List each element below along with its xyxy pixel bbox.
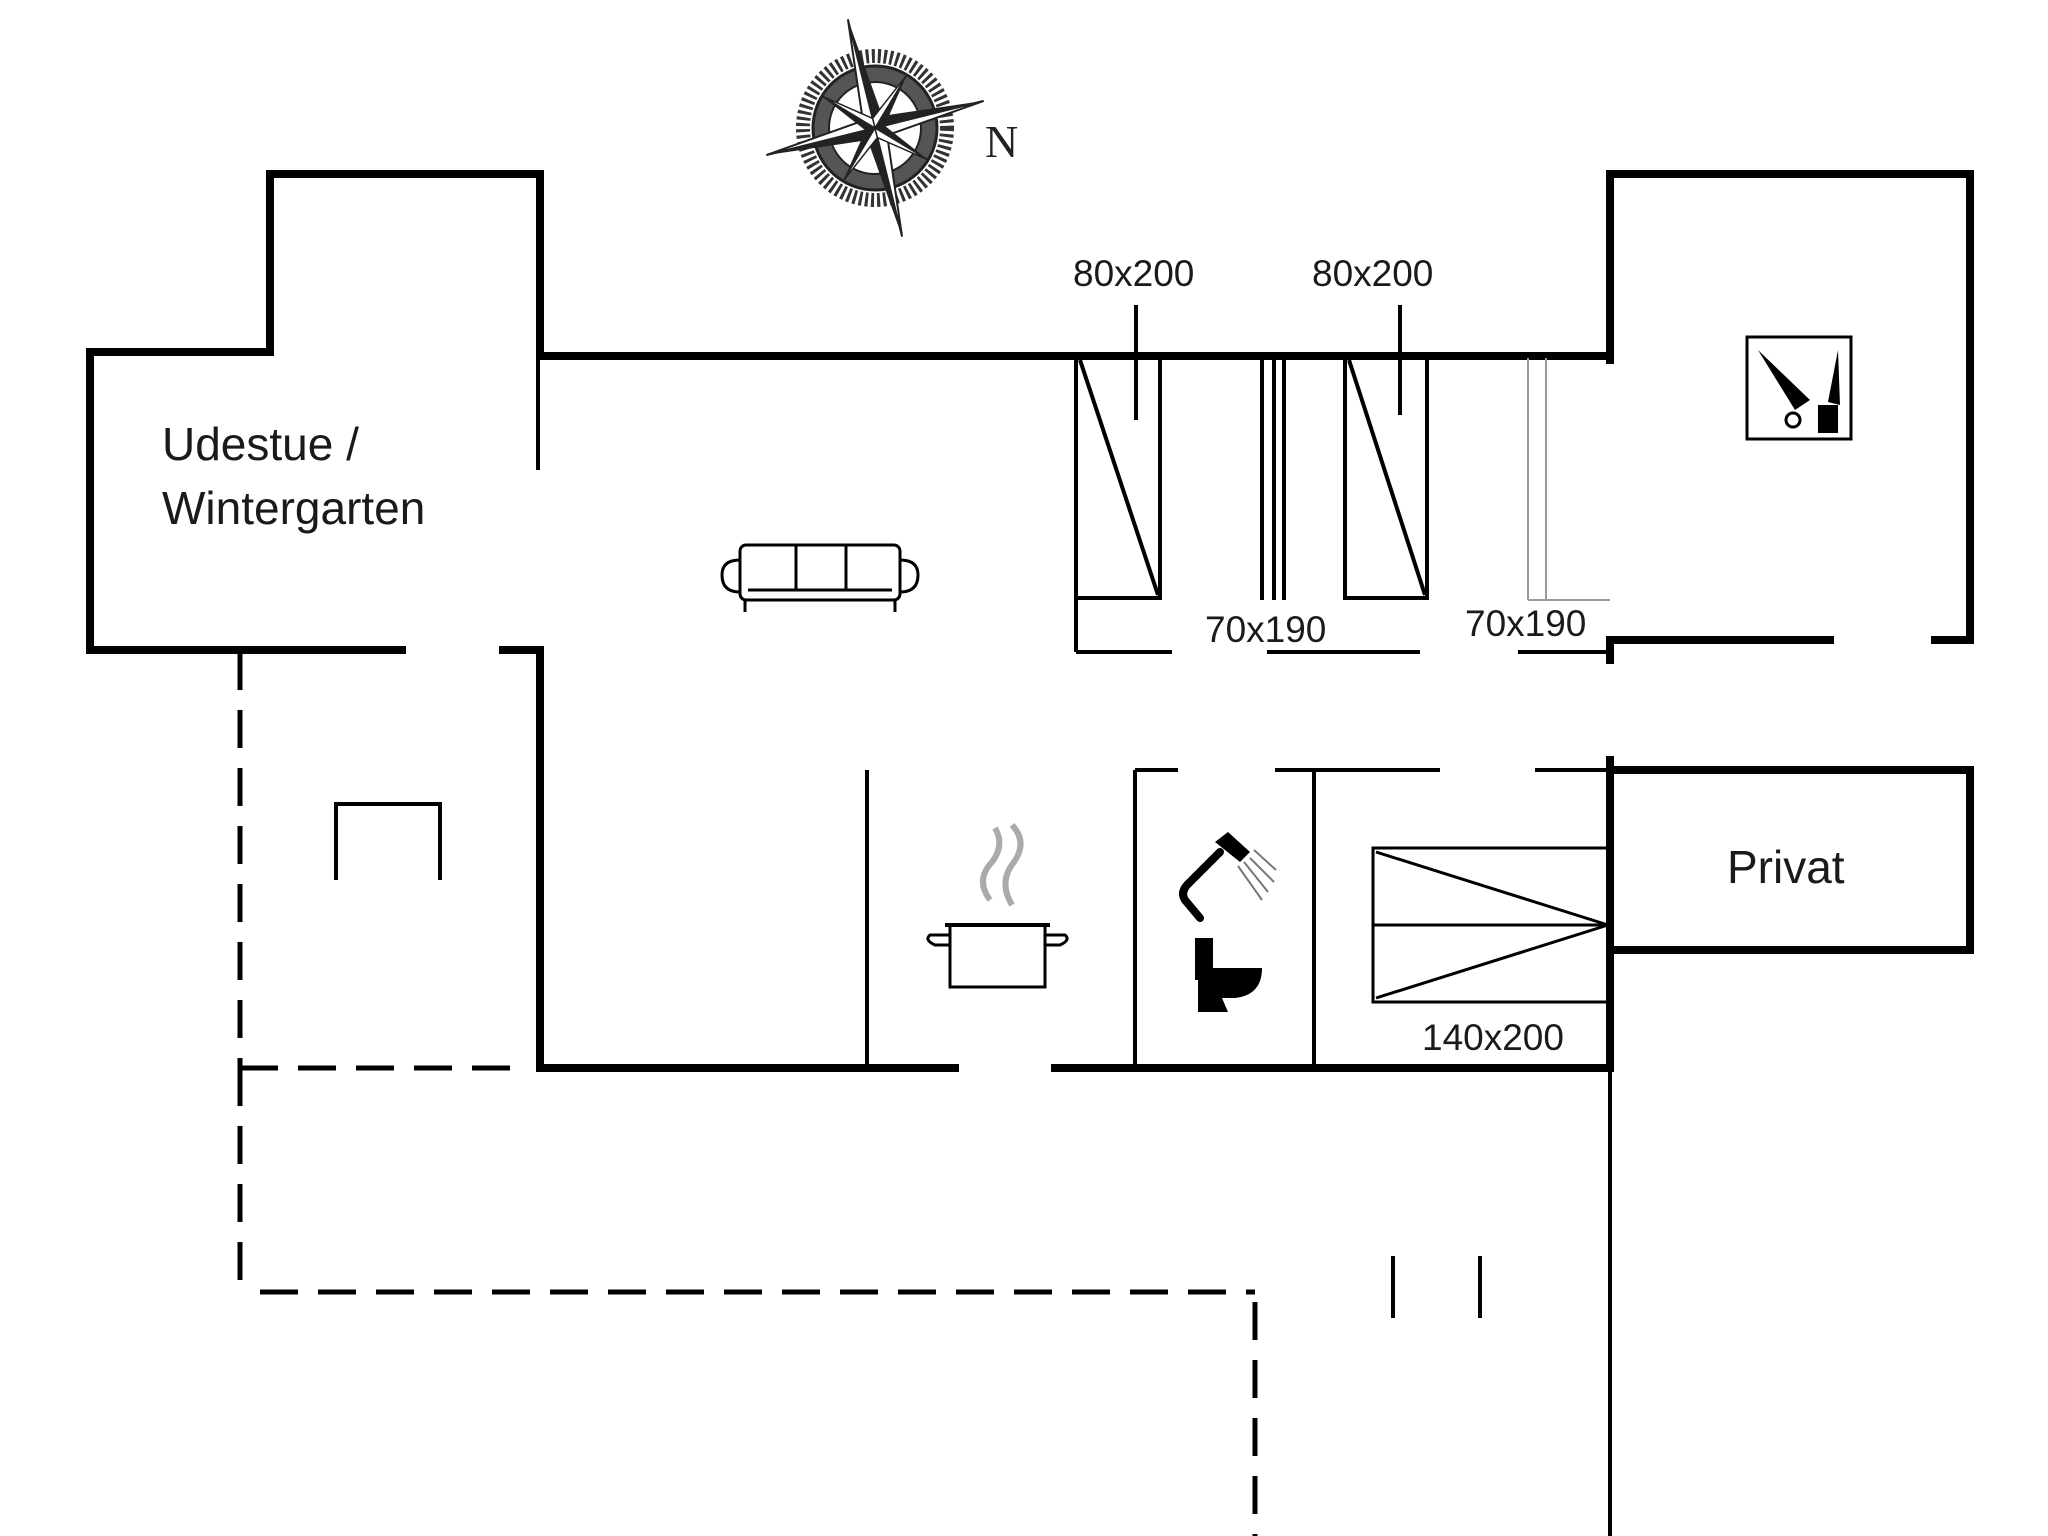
compass-icon [765, 19, 985, 237]
bed-label-5: 140x200 [1422, 1017, 1564, 1058]
bed-label-1: 80x200 [1073, 253, 1194, 294]
bed-70x190-1 [1260, 356, 1345, 600]
terrace-outline [237, 652, 1612, 1536]
shower-icon [1179, 832, 1277, 922]
room-label-sunroom-line1: Udestue / [162, 418, 359, 470]
utility-tools-icon [1745, 335, 1853, 441]
room-label-private: Privat [1727, 841, 1845, 893]
steps [1391, 1256, 1482, 1318]
bed-label-3: 70x190 [1205, 609, 1326, 650]
fireplace-icon [334, 802, 442, 880]
bed-label-4: 70x190 [1465, 603, 1586, 644]
sofa-icon [720, 543, 920, 612]
bed-80x200-1 [1074, 305, 1162, 600]
bed-80x200-2 [1343, 305, 1429, 600]
bed-140x200 [1371, 846, 1612, 1004]
room-label-sunroom-line2: Wintergarten [162, 482, 425, 534]
bed-70x190-2 [1527, 358, 1610, 601]
compass-north-label: N [985, 116, 1018, 167]
bed-label-2: 80x200 [1312, 253, 1433, 294]
toilet-icon [1195, 938, 1262, 1012]
cooking-pot-icon [926, 822, 1069, 989]
